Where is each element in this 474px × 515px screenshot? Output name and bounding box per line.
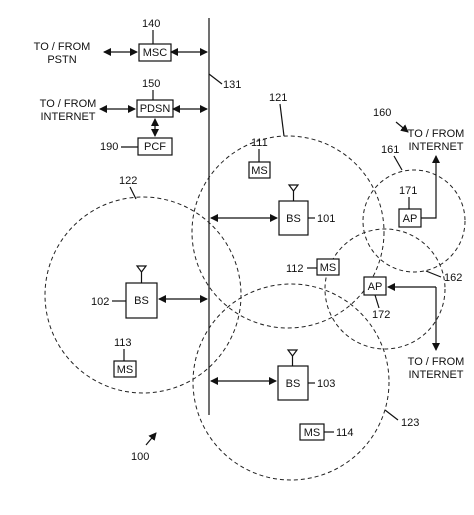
ref-100: 100 — [131, 451, 149, 463]
ref-123: 123 — [401, 417, 419, 429]
ref-150: 150 — [142, 78, 160, 90]
ref-121-leader — [279, 103, 285, 137]
ms-113-box — [113, 360, 137, 378]
ap-171-internet-link — [421, 155, 440, 219]
ms-112-label: MS — [320, 262, 337, 274]
ms-113-label: MS — [117, 364, 134, 376]
bs-103-label: BS — [286, 378, 301, 390]
antenna-103-icon — [286, 349, 299, 366]
ref-171: 171 — [399, 185, 417, 197]
internet-bottom-line2: INTERNET — [409, 369, 464, 381]
coverage-162 — [324, 228, 446, 350]
coverage-161 — [362, 169, 466, 273]
ref-122-leader — [129, 186, 137, 200]
ms-114-label: MS — [304, 427, 321, 439]
internet-top-line1: TO / FROM — [408, 128, 465, 140]
ref-161-leader — [393, 155, 403, 171]
ref-100-arrow — [145, 432, 157, 446]
ref-103: 103 — [317, 378, 335, 390]
backbone-leader — [208, 73, 223, 85]
ref-161: 161 — [381, 144, 399, 156]
ms-111-box — [248, 161, 271, 179]
pstn-label-line1: TO / FROM — [34, 41, 91, 53]
ref-114: 114 — [336, 427, 354, 439]
bs-102-box — [125, 282, 158, 319]
internet-bottom-line1: TO / FROM — [408, 356, 465, 368]
ref-111: 111 — [251, 137, 268, 149]
ref-162: 162 — [444, 272, 462, 284]
ap-172-label: AP — [368, 281, 383, 293]
antenna-101-icon — [287, 184, 300, 201]
coverage-121 — [191, 135, 385, 329]
msc-label: MSC — [143, 47, 168, 59]
pdsn-label: PDSN — [140, 103, 171, 115]
ref-190: 190 — [100, 141, 118, 153]
ap-172-leader — [374, 294, 380, 309]
ref-162-leader — [425, 270, 442, 278]
ref-131: 131 — [223, 79, 241, 91]
coverage-122 — [44, 196, 242, 394]
ref-112: 112 — [286, 263, 304, 275]
bs-103-box — [277, 365, 309, 401]
ap-171-label: AP — [403, 213, 418, 225]
bs-102-label: BS — [134, 295, 149, 307]
ref-172: 172 — [372, 309, 390, 321]
ref-102: 102 — [91, 296, 109, 308]
internet-top-line2: INTERNET — [409, 141, 464, 153]
ref-113: 113 — [114, 337, 132, 349]
ref-160: 160 — [373, 107, 391, 119]
ref-101: 101 — [317, 213, 335, 225]
internet-left-line1: TO / FROM — [40, 98, 97, 110]
ref-122: 122 — [119, 175, 137, 187]
ref-121: 121 — [269, 92, 287, 104]
ref-140: 140 — [142, 18, 160, 30]
pstn-label-line2: PSTN — [47, 54, 76, 66]
ms-111-label: MS — [251, 165, 268, 177]
ref-123-leader — [384, 409, 399, 421]
internet-left-line2: INTERNET — [41, 111, 96, 123]
ms-112-box — [316, 258, 340, 276]
coverage-123 — [192, 283, 390, 481]
pcf-label: PCF — [144, 141, 166, 153]
antenna-102-icon — [135, 265, 148, 283]
ref-160-arrow — [395, 121, 409, 133]
bs-101-label: BS — [286, 213, 301, 225]
